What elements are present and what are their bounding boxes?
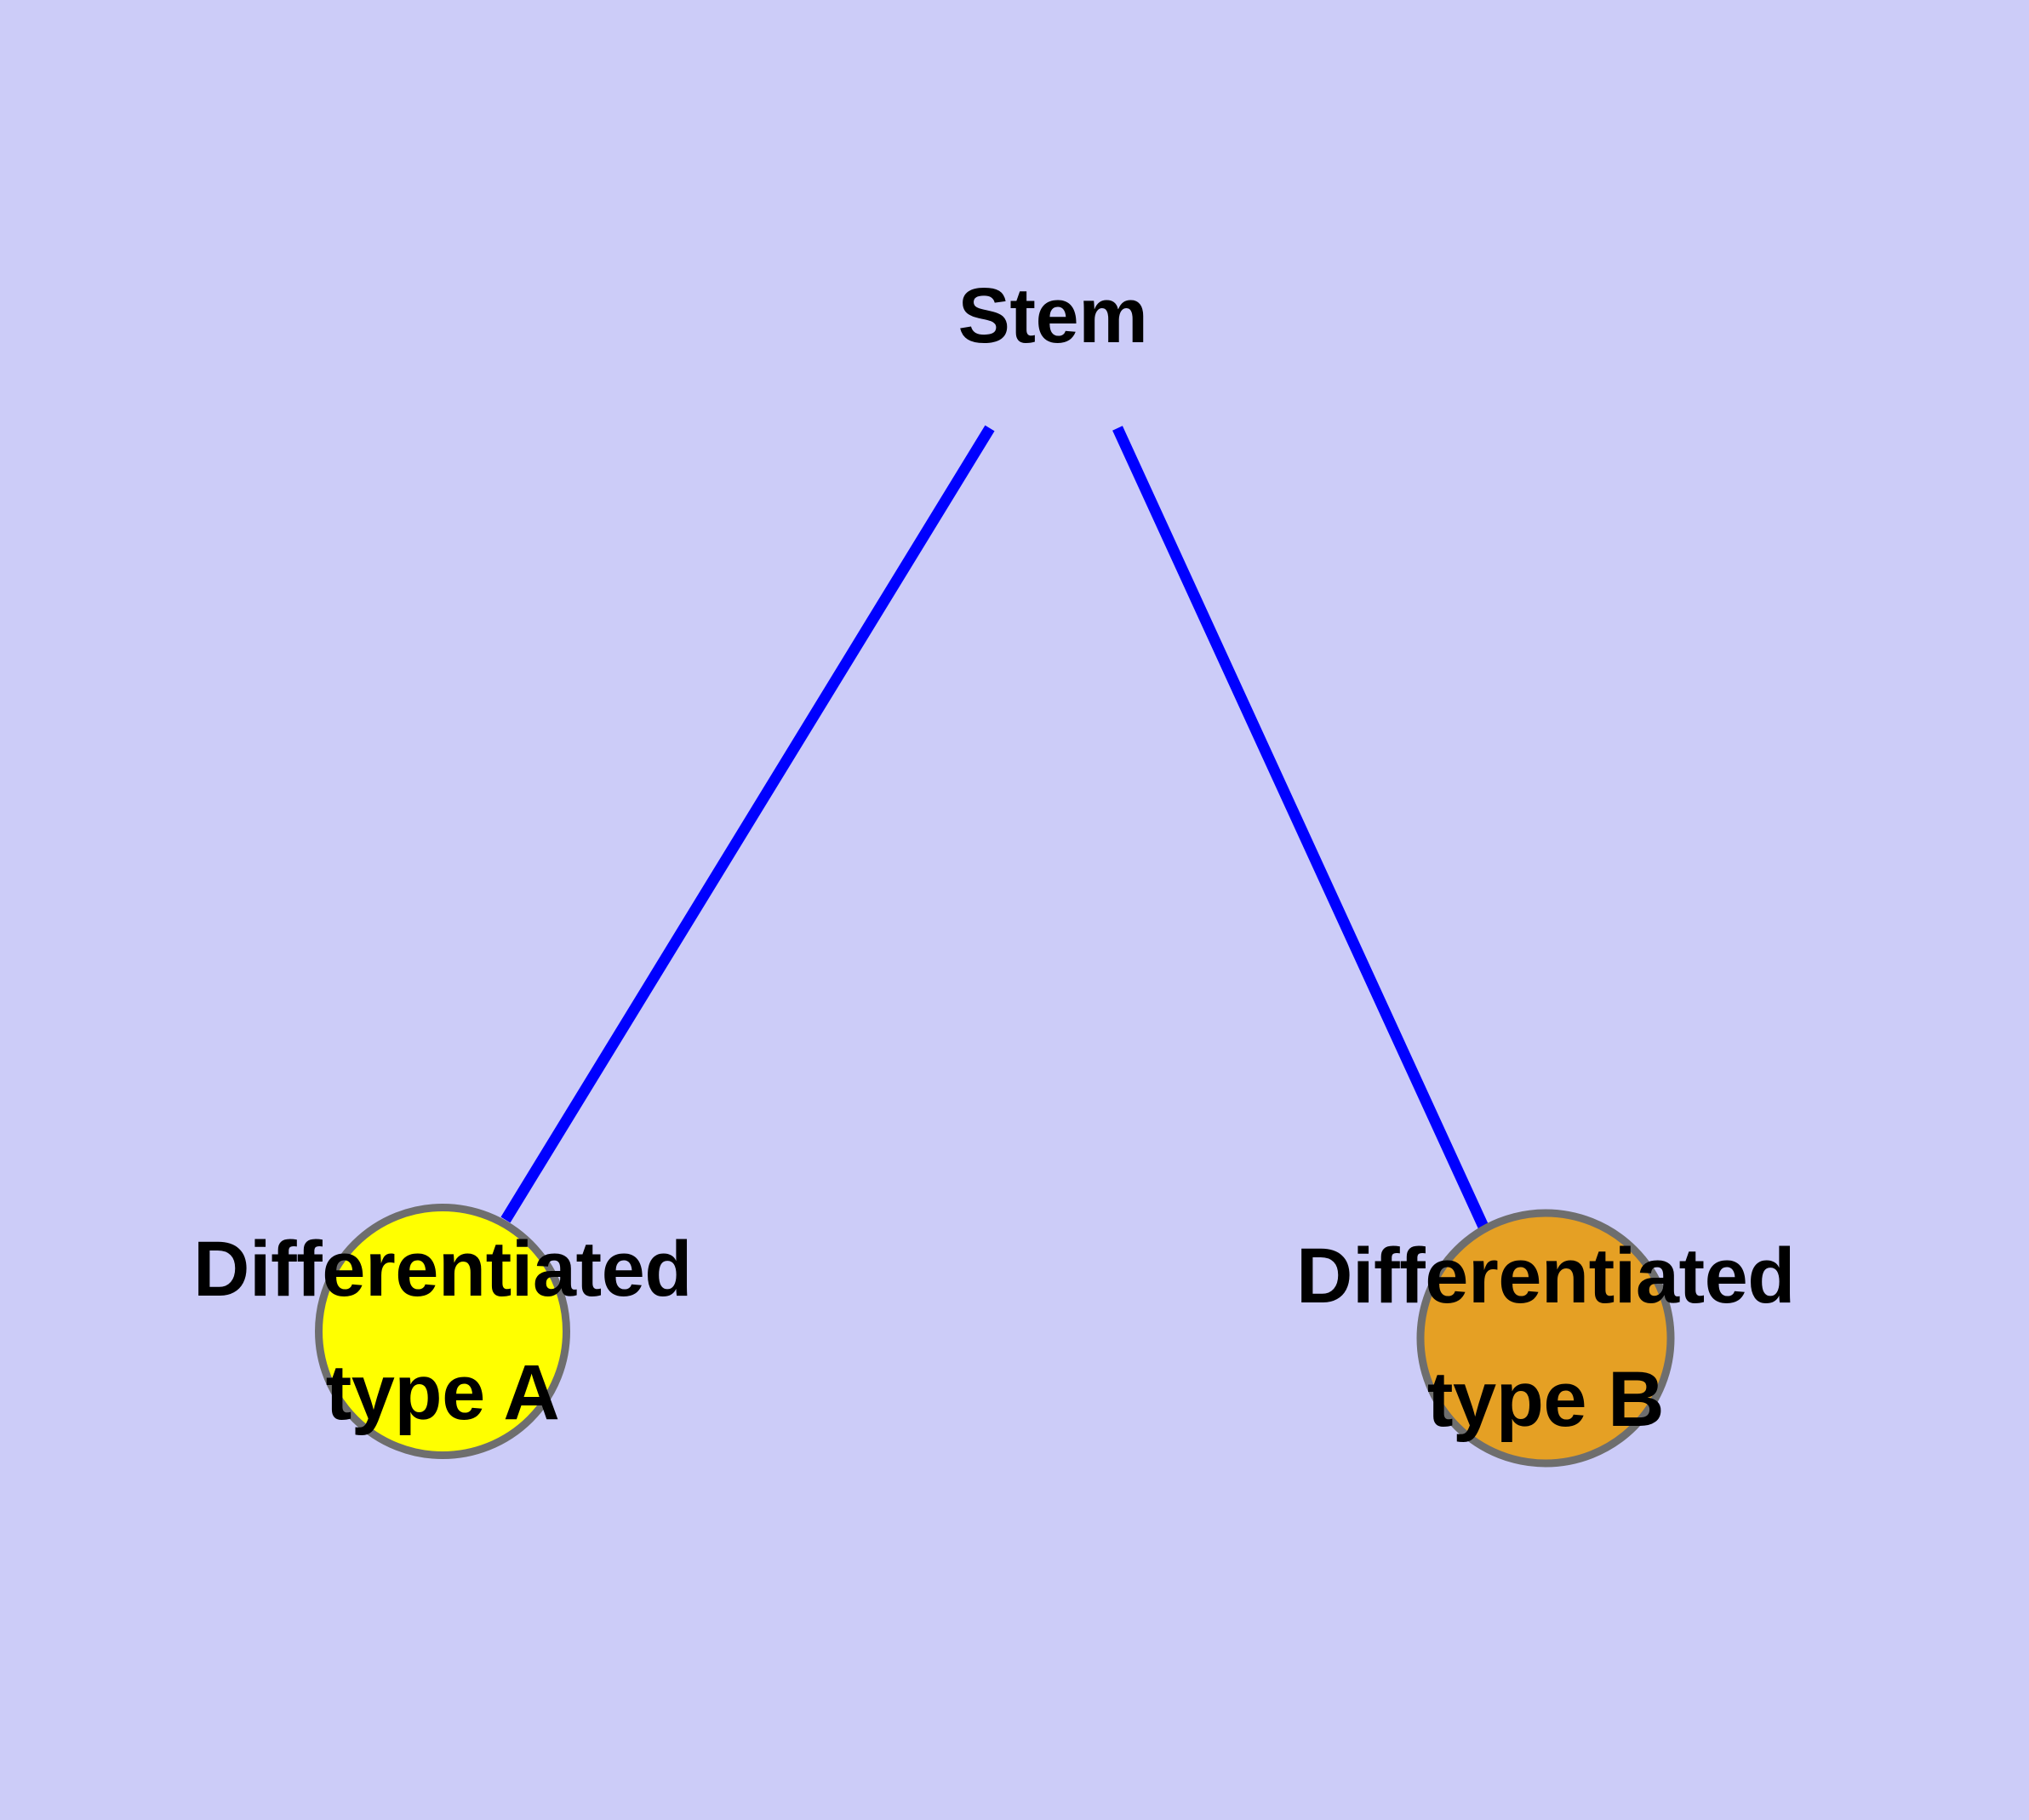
node-group (315, 1204, 1675, 1468)
node-stem[interactable] (315, 1204, 570, 1459)
edge-stem-to-differentiated-type-b[interactable] (1112, 426, 1489, 1229)
node-differentiated-type-b[interactable] (1416, 1209, 1675, 1468)
edge-stem-to-differentiated-type-a[interactable] (500, 425, 995, 1223)
edge-group (500, 425, 1489, 1229)
